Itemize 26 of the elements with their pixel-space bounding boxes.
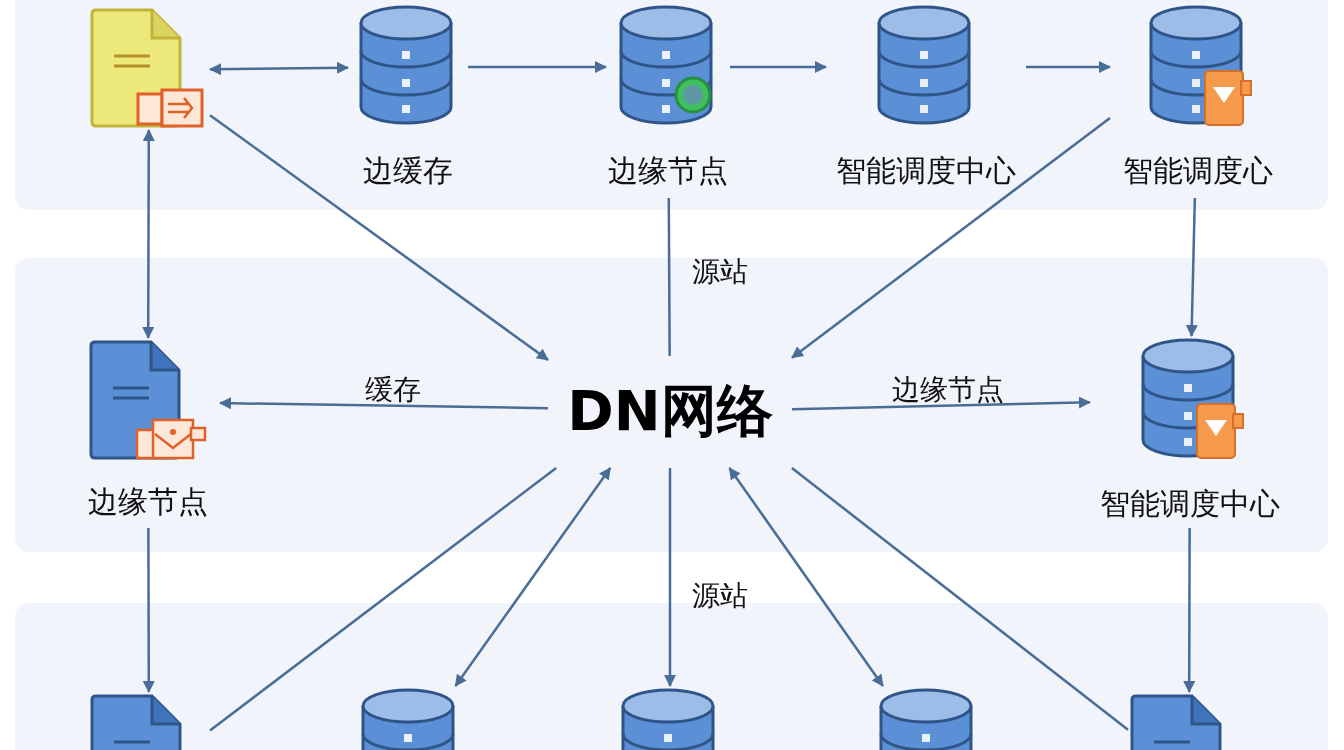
network-label: DN网络 — [548, 356, 792, 468]
node-label: 智能调度心 — [1123, 153, 1273, 189]
arrow — [791, 396, 1091, 411]
arrow — [219, 397, 548, 410]
node-label: 边缘节点 — [608, 153, 728, 189]
arrow — [1185, 197, 1198, 337]
node-label: 边缓存 — [363, 153, 453, 189]
arrow — [468, 61, 607, 73]
arrow — [1026, 61, 1111, 73]
arrow — [142, 528, 155, 693]
arrow — [791, 117, 1111, 359]
arrow — [209, 114, 549, 361]
edge-label: 边缘节点 — [892, 372, 1004, 408]
arrow — [209, 61, 349, 76]
arrow — [730, 61, 827, 73]
node-label: 智能调度中心 — [836, 153, 1016, 189]
node-label: 智能调度中心 — [1100, 486, 1280, 522]
edge-label: 源站 — [692, 578, 748, 614]
edge-label: 缓存 — [365, 372, 421, 408]
arrow — [1183, 528, 1196, 693]
arrow — [664, 468, 676, 687]
arrow — [142, 129, 155, 339]
edge-label: 源站 — [692, 254, 748, 290]
node-label: 边缘节点 — [88, 484, 208, 520]
arrow — [728, 467, 884, 687]
arrow — [454, 467, 612, 687]
